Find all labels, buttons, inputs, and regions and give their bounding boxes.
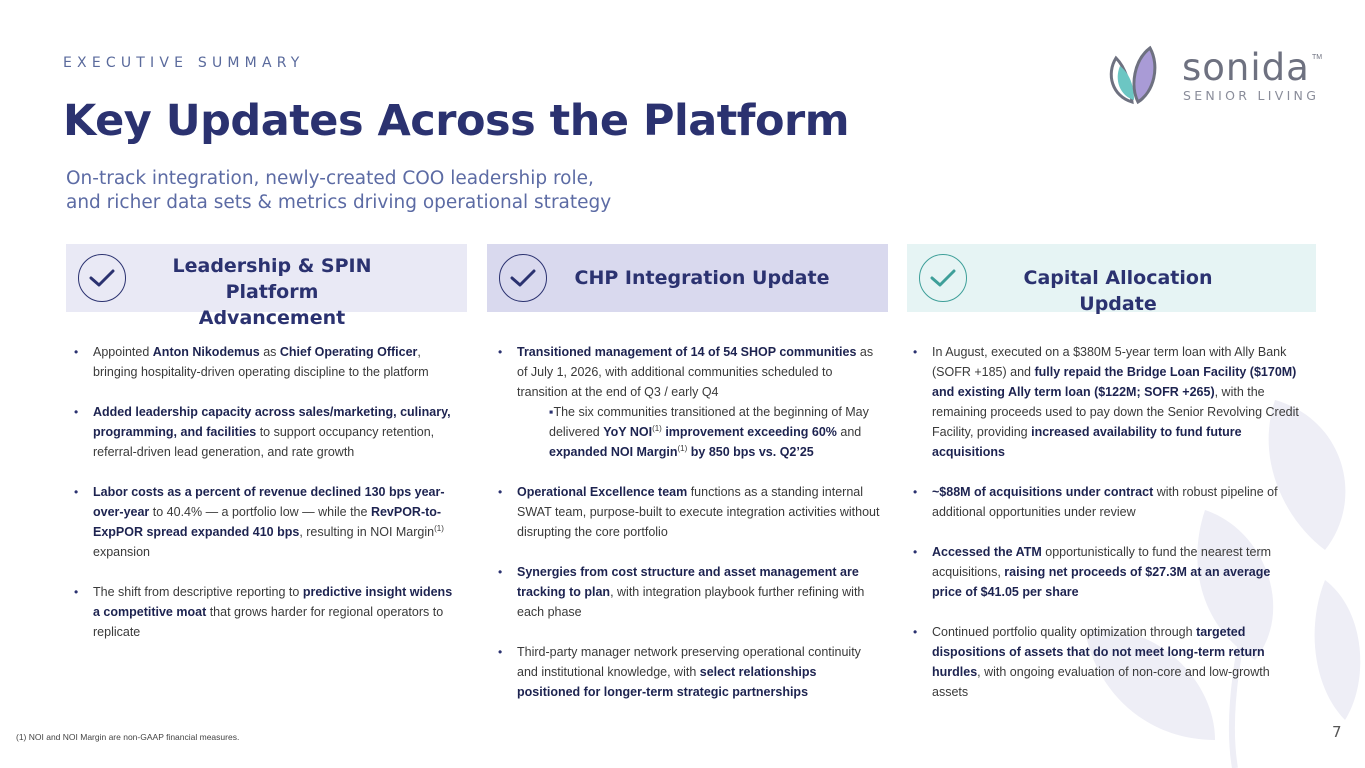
subtitle-line: On-track integration, newly-created COO … [66,168,594,189]
logo-tagline: SENIOR LIVING [1183,88,1320,103]
list-item: The shift from descriptive reporting to … [74,582,459,642]
list-item: Accessed the ATM opportunistically to fu… [913,542,1303,602]
chp-bullets: Transitioned management of 14 of 54 SHOP… [498,342,883,722]
logo-trademark: TM [1312,54,1323,61]
leadership-bullets: Appointed Anton Nikodemus as Chief Opera… [74,342,459,662]
list-item: Transitioned management of 14 of 54 SHOP… [498,342,883,402]
list-item: Third-party manager network preserving o… [498,642,883,702]
list-item: Labor costs as a percent of revenue decl… [74,482,459,562]
list-item: In August, executed on a $380M 5-year te… [913,342,1303,462]
heading-line: Advancement [198,307,346,329]
check-icon [919,254,967,302]
subtitle-line: and richer data sets & metrics driving o… [66,192,612,213]
page-subtitle: On-track integration, newly-created COO … [66,167,626,215]
list-item: Continued portfolio quality optimization… [913,622,1303,702]
list-item: Added leadership capacity across sales/m… [74,402,459,462]
heading-line: Leadership & SPIN Platform [172,255,372,303]
footnote: (1) NOI and NOI Margin are non-GAAP fina… [16,732,240,742]
sonida-logo: sonida TM SENIOR LIVING [1108,44,1328,106]
check-icon [499,254,547,302]
leadership-heading: Leadership & SPIN Platform Advancement [128,253,416,331]
check-icon [78,254,126,302]
capital-heading: Capital Allocation Update [1023,267,1213,315]
page-title: Key Updates Across the Platform [63,96,850,146]
sub-list-item: ▪The six communities transitioned at the… [549,405,869,459]
list-item: Operational Excellence team functions as… [498,482,883,542]
leadership-header: Leadership & SPIN Platform Advancement [66,244,467,329]
section-eyebrow: EXECUTIVE SUMMARY [63,55,305,71]
sonida-leaf-logo-icon [1109,45,1157,105]
list-item: Appointed Anton Nikodemus as Chief Opera… [74,342,459,382]
list-item: Synergies from cost structure and asset … [498,562,883,622]
capital-header: Capital Allocation Update [907,244,1316,315]
logo-wordmark: sonida [1182,46,1310,89]
chp-heading: CHP Integration Update [574,267,830,289]
page-number: 7 [1332,723,1342,741]
capital-bullets: In August, executed on a $380M 5-year te… [913,342,1303,722]
chp-header: CHP Integration Update [487,244,888,312]
list-item: ~$88M of acquisitions under contract wit… [913,482,1303,522]
